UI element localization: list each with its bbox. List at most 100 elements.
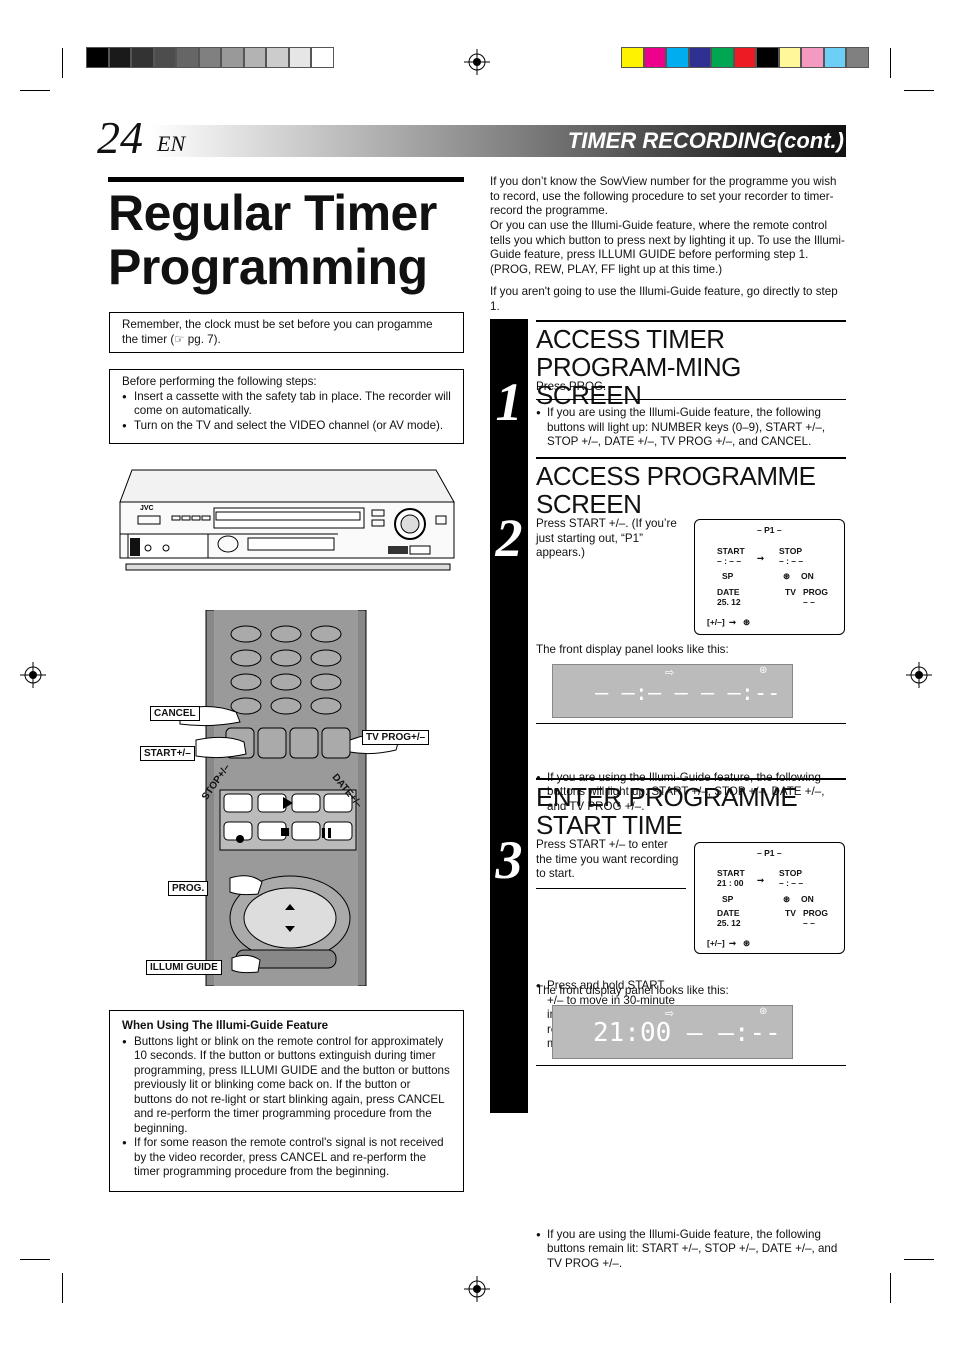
vps-icon: ⊛ (743, 617, 751, 627)
keys-label: [+/–] (707, 938, 725, 948)
header-band (150, 125, 846, 157)
date-label: DATE (717, 908, 740, 918)
start-value: 21 : 00 (717, 878, 744, 888)
step-number: 3 (495, 830, 523, 890)
illumi-guide-box: When Using The Illumi-Guide Feature Butt… (109, 1010, 464, 1192)
tv-screen-display: – P1 – START – : – – ➞ STOP – : – – SP ⊛… (694, 519, 845, 635)
color-swatch (733, 47, 756, 68)
start-label: START (717, 868, 745, 878)
step-bullet: If you are using the Illumi-Guide featur… (536, 1228, 846, 1272)
page-language: EN (157, 131, 186, 156)
prerequisite-box: Before performing the following steps: I… (109, 369, 464, 444)
program-label: – P1 – (757, 848, 782, 858)
stop-label: STOP (779, 868, 802, 878)
color-swatch (846, 47, 869, 68)
vps-icon: ⊛ (743, 938, 751, 948)
start-label: START (717, 546, 745, 556)
page-number: 24 (97, 112, 143, 163)
step-bullet: If you are using the Illumi-Guide featur… (536, 771, 846, 815)
prerequisite-intro: Before performing the following steps: (122, 375, 317, 388)
registration-mark-icon (906, 662, 932, 688)
tv-prog-callout: TV PROG+/– (362, 730, 430, 745)
speed-label: SP (722, 894, 734, 904)
crop-mark (62, 48, 63, 78)
stop-label: STOP (779, 546, 802, 556)
panel-caption: The front display panel looks like this: (536, 643, 729, 656)
cancel-callout: CANCEL (150, 706, 200, 721)
color-swatch (288, 47, 311, 68)
vps-icon: ⊛ (783, 571, 791, 581)
step-text: Press START +/–. (If you’re just startin… (536, 517, 677, 559)
gray-swatch-bar (86, 47, 334, 68)
prog-value: – – (803, 918, 815, 928)
start-value: – : – – (717, 556, 742, 566)
clock-note-box: Remember, the clock must be set before y… (109, 312, 464, 353)
step-text: Press PROG. (536, 380, 607, 393)
step-heading: ENTER PROGRAMME START TIME (536, 778, 846, 839)
step-bar: 1 2 3 (490, 319, 528, 1113)
intro-paragraph: If you don’t know the SowView number for… (490, 175, 837, 217)
color-swatch (86, 47, 109, 68)
crop-mark (62, 1273, 63, 1303)
program-label: – P1 – (757, 525, 782, 535)
date-label: DATE (717, 587, 740, 597)
front-display-panel: ⇨ ⊛ 21:00 – –:-- -- (552, 1005, 793, 1078)
color-swatch (711, 47, 734, 68)
prog-value: – – (803, 597, 815, 607)
crop-mark (904, 90, 934, 91)
arrow-icon: ⇨ (665, 667, 675, 679)
prog-label: PROG (803, 587, 829, 597)
step-text: Press START +/– to enter the time you wa… (536, 838, 679, 880)
vps-icon: ⊛ (783, 894, 791, 904)
intro-paragraph: If you aren't going to use the Illumi-Gu… (490, 285, 838, 313)
color-swatch (198, 47, 221, 68)
title-rule (108, 177, 464, 182)
color-swatch (778, 47, 801, 68)
vcr-illustration: JVC (118, 466, 458, 572)
on-label: ON (801, 894, 814, 904)
panel-caption: The front display panel looks like this: (536, 984, 729, 997)
color-swatch (243, 47, 266, 68)
color-swatch (311, 47, 334, 68)
illumi-guide-heading: When Using The Illumi-Guide Feature (122, 1019, 329, 1032)
section-title: TIMER RECORDING(cont.) (567, 128, 844, 153)
color-swatch (176, 47, 199, 68)
color-swatch (131, 47, 154, 68)
date-value: 25. 12 (717, 918, 741, 928)
color-swatch (688, 47, 711, 68)
clock-note-text: Remember, the clock must be set before y… (122, 318, 433, 346)
color-swatch-bar (621, 47, 869, 68)
color-swatch (756, 47, 779, 68)
arrow-icon: ➞ (757, 553, 765, 563)
start-callout: START+/– (140, 746, 195, 761)
color-swatch (266, 47, 289, 68)
divider (536, 888, 686, 889)
on-label: ON (801, 571, 814, 581)
color-swatch (153, 47, 176, 68)
step-heading: ACCESS PROGRAMME SCREEN (536, 457, 846, 518)
registration-mark-icon (20, 662, 46, 688)
illumi-guide-callout: ILLUMI GUIDE (146, 960, 222, 975)
prerequisite-item: Insert a cassette with the safety tab in… (122, 390, 451, 419)
registration-mark-icon (464, 49, 490, 75)
color-swatch (221, 47, 244, 68)
prog-callout: PROG. (168, 881, 209, 896)
illumi-guide-item: Buttons light or blink on the remote con… (122, 1035, 451, 1137)
front-display-panel: ⇨ ⊛ – –:– – – –:-- -- (552, 664, 793, 731)
vps-icon: ⊛ (759, 665, 768, 676)
crop-mark (890, 1273, 891, 1303)
crop-mark (890, 48, 891, 78)
intro-paragraph: Or you can use the Illumi-Guide feature,… (490, 219, 845, 276)
remote-illustration (140, 609, 470, 987)
step-number: 2 (495, 508, 523, 568)
tv-screen-display: – P1 – START 21 : 00 ➞ STOP – : – – SP ⊛… (694, 842, 845, 954)
crop-mark (904, 1259, 934, 1260)
registration-mark-icon (464, 1276, 490, 1302)
color-swatch (643, 47, 666, 68)
stop-value: – : – – (779, 556, 804, 566)
speed-label: SP (722, 571, 734, 581)
color-swatch (621, 47, 644, 68)
step-number: 1 (495, 372, 523, 432)
divider (536, 723, 846, 724)
divider (536, 1065, 846, 1066)
